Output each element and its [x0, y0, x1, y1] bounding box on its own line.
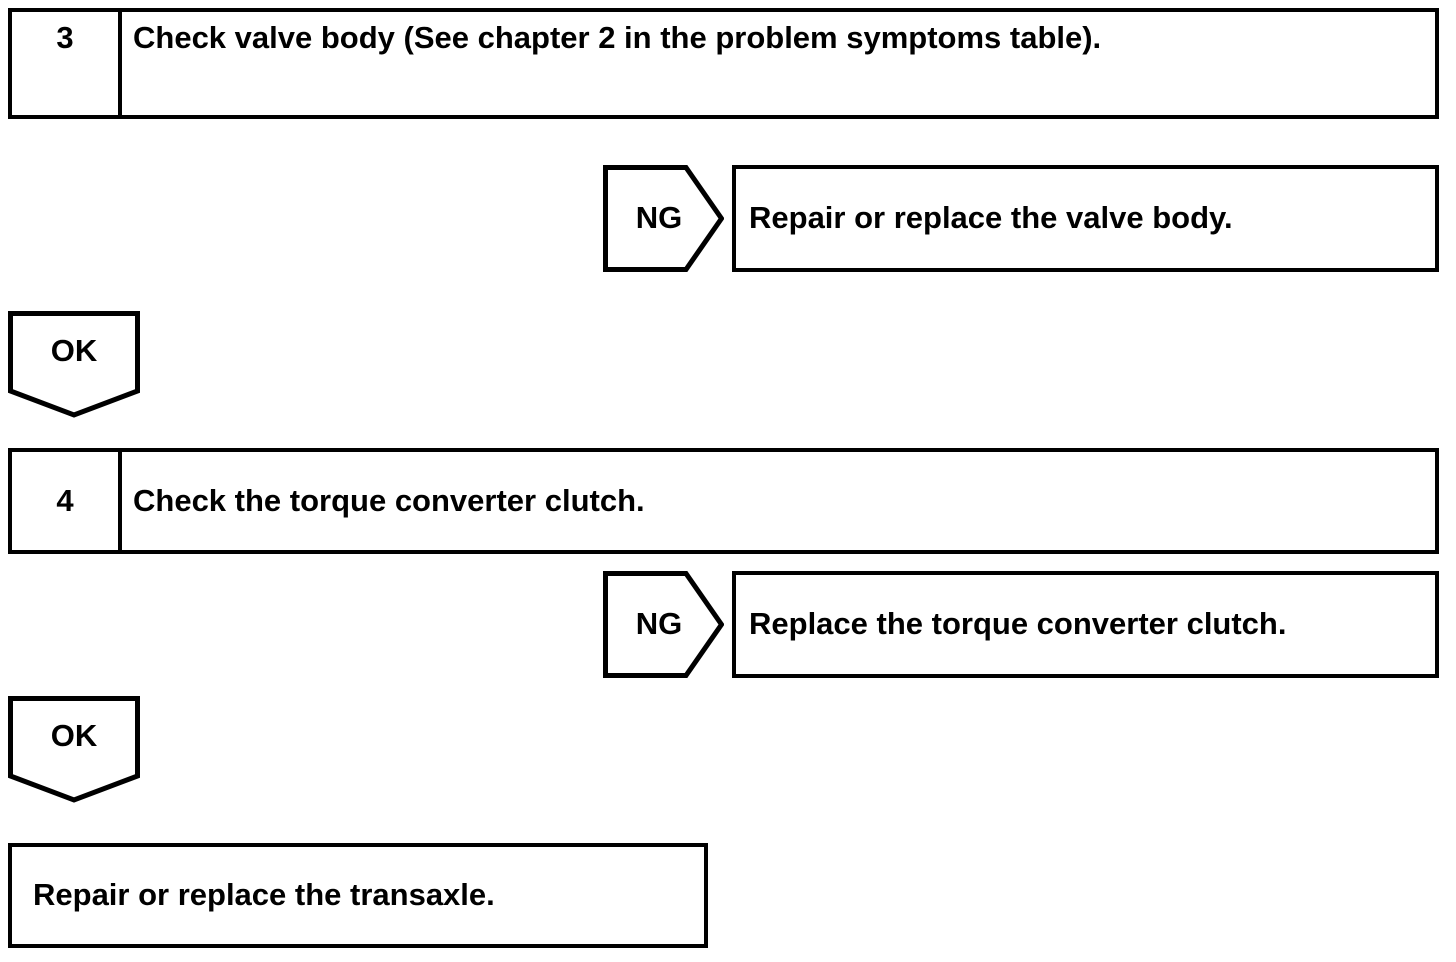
step-3-ok-label: OK — [50, 333, 98, 369]
step-3-box: 3 Check valve body (See chapter 2 in the… — [8, 8, 1439, 119]
step-3-number: 3 — [12, 12, 122, 115]
step-4-number: 4 — [12, 452, 122, 550]
step-3-instruction: Check valve body (See chapter 2 in the p… — [133, 20, 1102, 55]
step-4-box: 4 Check the torque converter clutch. — [8, 448, 1439, 554]
step-3-ng-label: NG — [635, 200, 683, 236]
step-4-ok-connector: OK — [8, 696, 140, 803]
final-action-box: Repair or replace the transaxle. — [8, 843, 708, 948]
step-3-ng-connector: NG — [603, 165, 724, 272]
step-4-ng-result-text: Replace the torque converter clutch. — [749, 606, 1287, 642]
step-3-ng-result-text: Repair or replace the valve body. — [749, 200, 1233, 236]
step-4-ng-result-box: Replace the torque converter clutch. — [732, 571, 1439, 678]
step-4-ng-connector: NG — [603, 571, 724, 678]
step-3-ok-connector: OK — [8, 311, 140, 418]
step-4-instruction: Check the torque converter clutch. — [133, 482, 645, 518]
step-3-ng-result-box: Repair or replace the valve body. — [732, 165, 1439, 272]
final-action-text: Repair or replace the transaxle. — [33, 877, 495, 913]
ng-arrow-right-icon — [603, 571, 724, 678]
step-4-ng-label: NG — [635, 606, 683, 642]
ng-arrow-right-icon — [603, 165, 724, 272]
ok-arrow-down-icon — [8, 696, 140, 803]
step-4-ok-label: OK — [50, 718, 98, 754]
ok-arrow-down-icon — [8, 311, 140, 418]
